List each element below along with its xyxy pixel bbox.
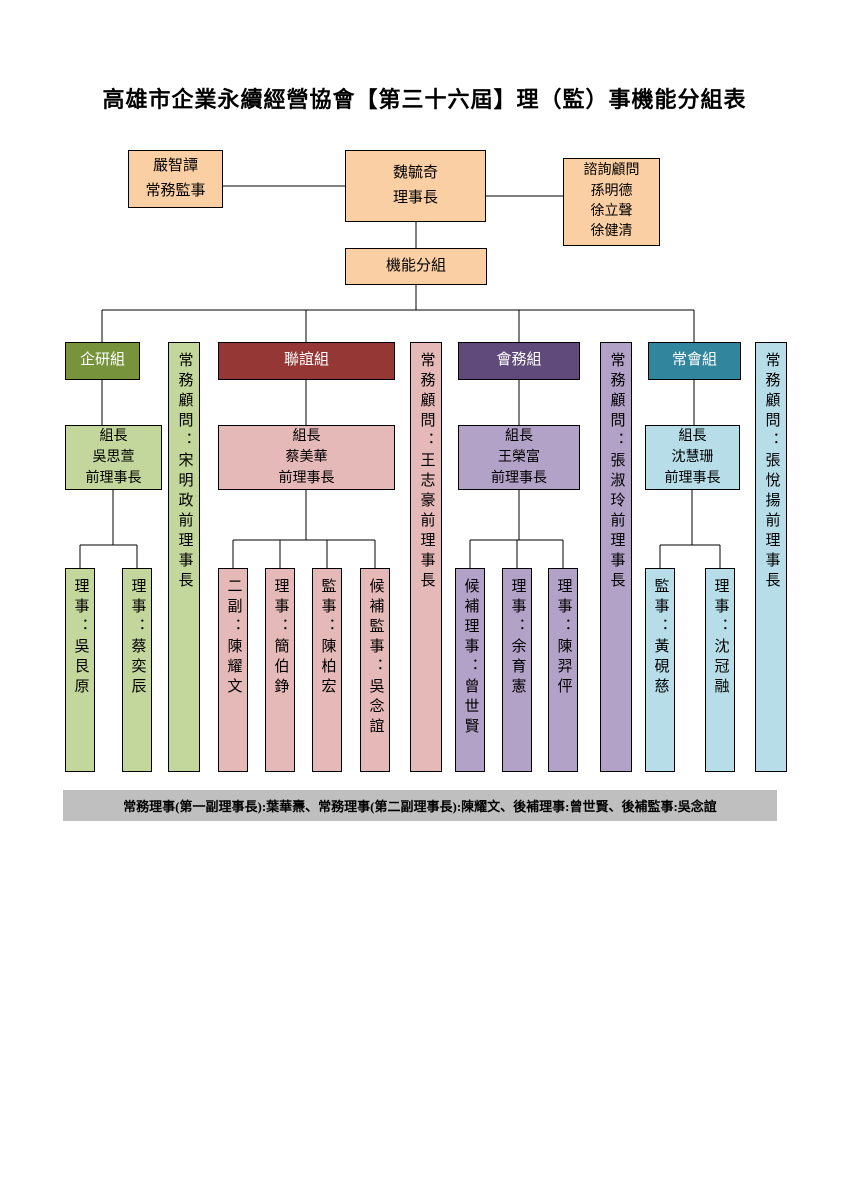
advisor-name: 徐健清 (590, 224, 633, 240)
leader-name: 沈慧珊 (671, 450, 714, 465)
member-label: 二副：陳耀文 (225, 578, 242, 698)
leader-suffix: 前理事長 (664, 471, 721, 486)
advisor-name: 孫明德 (590, 183, 633, 199)
standing-supervisor-text: 嚴智譚 常務監事 (145, 154, 205, 205)
function-group-label: 機能分組 (385, 257, 446, 274)
leader-name: 蔡美華 (285, 450, 328, 465)
group-header-label: 企研組 (79, 352, 125, 369)
function-group-box: 機能分組 (345, 248, 487, 285)
member-box: 理事：蔡奕辰 (122, 568, 152, 772)
page-title: 高雄市企業永續經營協會【第三十六屆】理（監）事機能分組表 (102, 87, 747, 112)
member-label: 監事：陳柏宏 (319, 578, 336, 698)
member-label: 候補理事：曾世賢 (462, 578, 479, 738)
group-header-label: 常會組 (671, 352, 717, 369)
advisors-title: 諮詢顧問 (583, 163, 640, 179)
leader-suffix: 前理事長 (491, 471, 547, 486)
member-box: 監事：黃硯慈 (645, 568, 675, 772)
standing-supervisor-box: 嚴智譚 常務監事 (128, 150, 223, 208)
group-leader-box-4: 組長 沈慧珊 前理事長 (645, 425, 740, 490)
member-box: 理事：沈冠融 (705, 568, 735, 772)
standing-advisor-bar-1: 常務顧問：宋明政前理事長 (168, 342, 200, 772)
member-box: 二副：陳耀文 (218, 568, 248, 772)
leader-suffix: 前理事長 (278, 471, 335, 486)
group-header-label: 聯誼組 (283, 352, 329, 369)
member-label: 理事：沈冠融 (712, 578, 729, 698)
leader-suffix: 前理事長 (85, 471, 142, 486)
group-leader-box-1: 組長 吳思萱 前理事長 (65, 425, 162, 490)
group-leader-text: 組長 蔡美華 前理事長 (279, 426, 335, 489)
member-box: 理事：吳艮原 (65, 568, 95, 772)
leader-name: 吳思萱 (92, 450, 135, 465)
standing-advisor-label: 常務顧問：宋明政前理事長 (176, 352, 193, 592)
chairman-name: 魏毓奇 (392, 164, 438, 181)
group-header-general-meeting: 常會組 (648, 342, 741, 380)
group-leader-text: 組長 吳思萱 前理事長 (86, 426, 142, 489)
standing-advisor-bar-3: 常務顧問：張淑玲前理事長 (600, 342, 632, 772)
group-header-association-affairs: 會務組 (458, 342, 580, 380)
standing-advisor-bar-4: 常務顧問：張悅揚前理事長 (755, 342, 787, 772)
standing-advisor-label: 常務顧問：王志豪前理事長 (418, 352, 435, 592)
group-header-fellowship: 聯誼組 (218, 342, 395, 380)
member-box: 理事：余育憲 (502, 568, 532, 772)
group-leader-text: 組長 王榮富 前理事長 (491, 426, 547, 489)
leader-title: 組長 (99, 429, 128, 444)
member-box: 理事：簡伯錚 (265, 568, 295, 772)
member-label: 理事：簡伯錚 (272, 578, 289, 698)
leader-name: 王榮富 (498, 450, 540, 465)
advisor-name: 徐立聲 (590, 204, 633, 219)
member-label: 理事：吳艮原 (72, 578, 89, 698)
member-label: 理事：蔡奕辰 (129, 578, 146, 698)
member-label: 理事：陳羿伻 (555, 578, 572, 698)
standing-advisor-label: 常務顧問：張悅揚前理事長 (763, 352, 780, 592)
leader-title: 組長 (292, 429, 321, 444)
member-box: 候補理事：曾世賢 (455, 568, 485, 772)
standing-advisor-bar-2: 常務顧問：王志豪前理事長 (410, 342, 442, 772)
member-label: 監事：黃硯慈 (652, 578, 669, 698)
group-leader-text: 組長 沈慧珊 前理事長 (665, 426, 721, 489)
chairman-role: 理事長 (392, 190, 438, 206)
group-header-enterprise-research: 企研組 (65, 342, 140, 380)
group-leader-box-2: 組長 蔡美華 前理事長 (218, 425, 395, 490)
advisory-consultants-text: 諮詢顧問 孫明德 徐立聲 徐健清 (584, 161, 640, 242)
chairman-box: 魏毓奇 理事長 (345, 150, 486, 222)
member-label: 候補監事：吳念誼 (367, 578, 384, 738)
advisory-consultants-box: 諮詢顧問 孫明德 徐立聲 徐健清 (563, 158, 660, 246)
supervisor-role: 常務監事 (145, 183, 206, 199)
group-header-label: 會務組 (496, 352, 542, 369)
supervisor-name: 嚴智譚 (152, 157, 198, 174)
member-box: 監事：陳柏宏 (312, 568, 342, 772)
member-box: 候補監事：吳念誼 (360, 568, 390, 772)
member-label: 理事：余育憲 (509, 578, 526, 698)
group-leader-box-3: 組長 王榮富 前理事長 (458, 425, 580, 490)
footer-note: 常務理事(第一副理事長):葉華燾、常務理事(第二副理事長):陳耀文、後補理事:曾… (123, 799, 717, 814)
chairman-text: 魏毓奇 理事長 (393, 161, 438, 212)
standing-advisor-label: 常務顧問：張淑玲前理事長 (608, 352, 625, 592)
footer-note-bar: 常務理事(第一副理事長):葉華燾、常務理事(第二副理事長):陳耀文、後補理事:曾… (63, 790, 777, 821)
leader-title: 組長 (678, 429, 707, 444)
member-box: 理事：陳羿伻 (548, 568, 578, 772)
leader-title: 組長 (505, 429, 533, 444)
